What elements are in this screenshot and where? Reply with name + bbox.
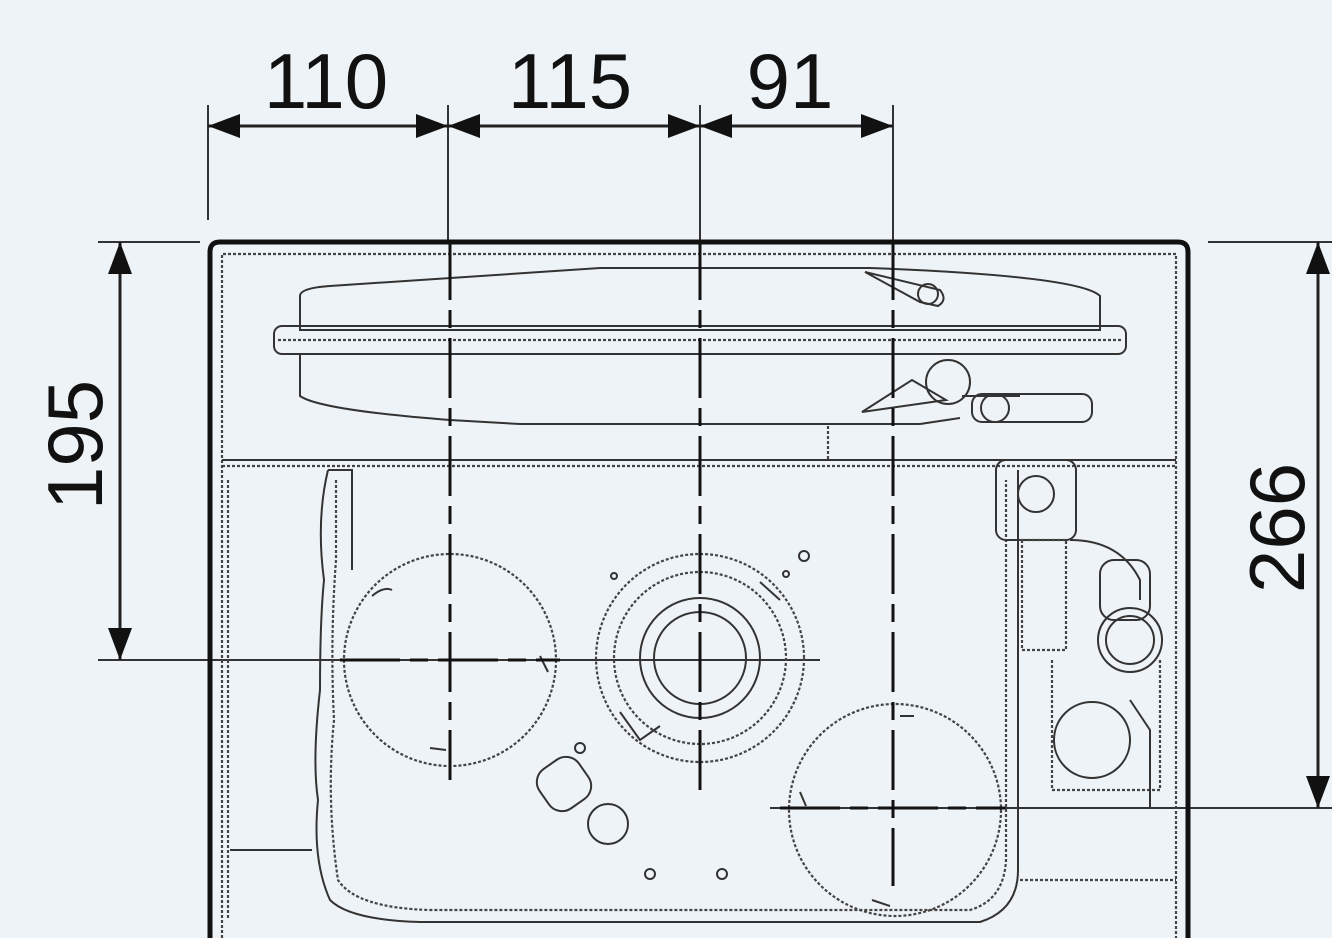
tank-top (299, 267, 1101, 331)
dimension-label-266: 266 (1233, 463, 1321, 593)
dimension-label-110: 110 (264, 37, 388, 125)
dimension-label-195: 195 (31, 380, 119, 510)
dimension-label-91: 91 (747, 37, 834, 125)
pump-shaft (1020, 538, 1068, 652)
arrowhead (861, 114, 893, 138)
top-dimension-chain: 110 115 91 (207, 37, 894, 240)
tank-bottom (299, 354, 961, 425)
port-3-outline (787, 702, 1003, 918)
arrowhead (208, 114, 240, 138)
hose-coil (1097, 607, 1163, 673)
arrowhead (668, 114, 700, 138)
tank-fitting-top (864, 271, 945, 308)
dimension-label-115: 115 (508, 37, 632, 125)
sump-bulb (1053, 701, 1131, 779)
right-dimension: 266 (770, 241, 1332, 809)
arrowhead (108, 242, 132, 274)
hose-coil-inner (1105, 615, 1155, 665)
bolt (798, 550, 810, 562)
arrowhead (108, 628, 132, 660)
pump-outlet (1017, 475, 1055, 513)
valve-body (861, 378, 949, 413)
port-1-tab (429, 747, 447, 751)
bolt (644, 868, 656, 880)
bolt (610, 572, 618, 580)
hose-connector (1099, 559, 1151, 621)
arrowhead (448, 114, 480, 138)
pipe-elbow-1 (925, 359, 971, 405)
bolt (574, 742, 586, 754)
arrowhead (1306, 776, 1330, 808)
inner-basin (314, 469, 1019, 923)
port-2-clip (759, 581, 781, 601)
pipe-joint (980, 393, 1010, 423)
port-1-tab (539, 655, 549, 673)
sump-frame (1050, 660, 1162, 792)
bolt (716, 868, 728, 880)
left-column (226, 469, 1019, 923)
right-plumbing (995, 459, 1163, 808)
pipe-horizontal (971, 393, 1093, 423)
arrowhead (700, 114, 732, 138)
port-2-ring (612, 570, 788, 746)
port-circle-3 (787, 702, 1003, 918)
fitting-ring (917, 283, 939, 305)
port-3-tab (799, 791, 807, 807)
drain-fitting (535, 755, 593, 813)
column-right-edge (328, 469, 353, 570)
port-2-clip (619, 711, 661, 742)
bolt (782, 570, 790, 578)
drain-port (587, 803, 629, 845)
left-dimension: 195 (31, 241, 820, 661)
hose (1069, 539, 1141, 600)
sump-pipe (1129, 699, 1151, 808)
center-lines (340, 240, 1005, 886)
pump-head (995, 459, 1077, 541)
port-2-outer (594, 552, 806, 764)
port-3-tab (871, 899, 891, 907)
arrowhead (1306, 242, 1330, 274)
inner-basin-dotted (329, 480, 1008, 912)
port-1-tab (371, 587, 393, 597)
small-fittings (535, 550, 810, 880)
arrowhead (416, 114, 448, 138)
